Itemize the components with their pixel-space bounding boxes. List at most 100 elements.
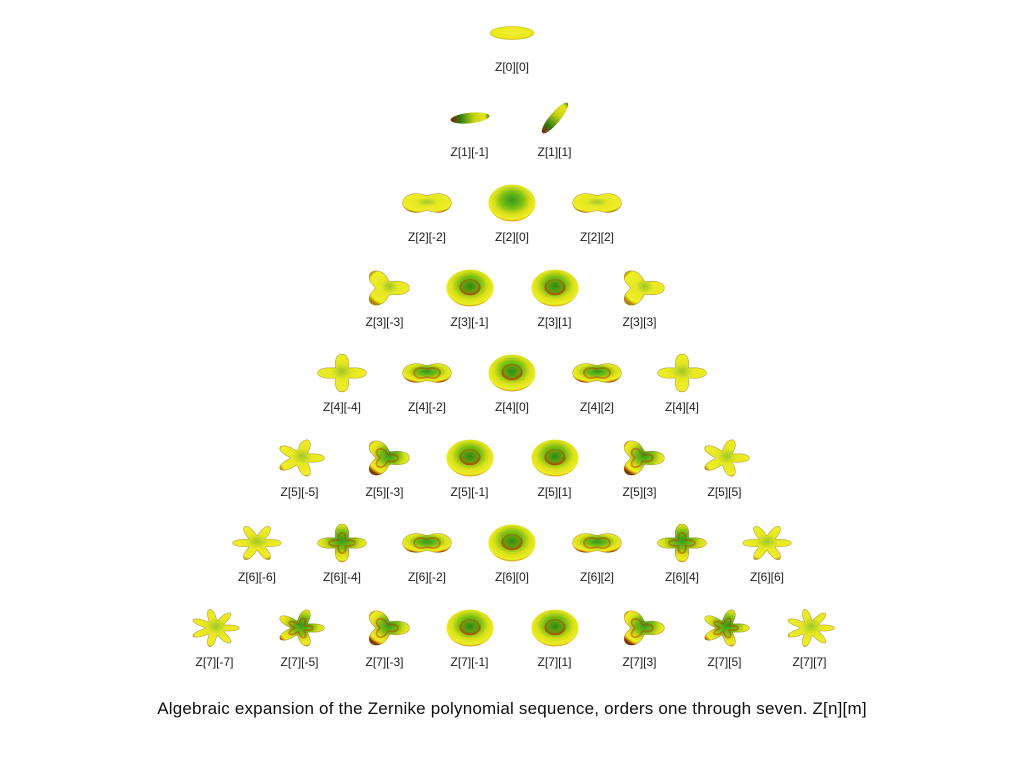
zernike-item: Z[6][0] bbox=[470, 510, 555, 584]
zernike-label: Z[6][4] bbox=[664, 570, 699, 584]
zernike-item: Z[7][-5] bbox=[257, 595, 342, 669]
zernike-item: Z[6][6] bbox=[725, 510, 810, 584]
zernike-label: Z[4][2] bbox=[579, 400, 614, 414]
zernike-surface bbox=[445, 269, 494, 307]
zernike-label: Z[2][2] bbox=[579, 230, 614, 244]
figure-caption: Algebraic expansion of the Zernike polyn… bbox=[157, 699, 867, 718]
pyramid-row-6: Z[6][-6] Z[6][-4] Z[6][-2] Z[6][0] Z[6][2] Z[… bbox=[0, 510, 1024, 595]
zernike-label: Z[6][-4] bbox=[322, 570, 361, 584]
zernike-surface bbox=[572, 193, 622, 213]
zernike-surface bbox=[445, 609, 494, 647]
zernike-label: Z[5][1] bbox=[537, 485, 572, 499]
zernike-item: Z[5][5] bbox=[682, 425, 767, 499]
zernike-surface bbox=[541, 102, 568, 134]
zernike-label: Z[5][5] bbox=[707, 485, 742, 499]
zernike-item: Z[0][0] bbox=[470, 0, 555, 74]
zernike-label: Z[6][2] bbox=[579, 570, 614, 584]
zernike-item: Z[3][-1] bbox=[427, 255, 512, 329]
zernike-surface bbox=[787, 609, 835, 647]
zernike-surface bbox=[657, 523, 707, 563]
zernike-label: Z[3][3] bbox=[622, 315, 657, 329]
zernike-surface bbox=[317, 353, 367, 393]
zernike-surface bbox=[657, 353, 707, 393]
zernike-surface bbox=[445, 439, 494, 477]
zernike-item: Z[7][-1] bbox=[427, 595, 512, 669]
zernike-label: Z[5][-3] bbox=[365, 485, 404, 499]
zernike-item: Z[5][-5] bbox=[257, 425, 342, 499]
zernike-surface bbox=[488, 524, 536, 562]
pyramid-row-4: Z[4][-4] Z[4][-2] Z[4][0] Z[4][2] Z[4][4] bbox=[0, 340, 1024, 425]
zernike-item: Z[3][-3] bbox=[342, 255, 427, 329]
zernike-label: Z[7][-5] bbox=[280, 655, 319, 669]
zernike-item: Z[5][1] bbox=[512, 425, 597, 499]
zernike-surface bbox=[623, 440, 665, 476]
zernike-label: Z[2][-2] bbox=[407, 230, 446, 244]
pyramid-row-0: Z[0][0] bbox=[0, 0, 1024, 85]
zernike-surface bbox=[623, 270, 665, 306]
zernike-surface bbox=[488, 354, 536, 392]
zernike-item: Z[6][-4] bbox=[300, 510, 385, 584]
pyramid-row-3: Z[3][-3] Z[3][-1] Z[3][1] Z[3][3] bbox=[0, 255, 1024, 340]
pyramid-row-7: Z[7][-7] Z[7][-5] Z[7][-3] Z[7][-1] Z[7][1] Z… bbox=[0, 595, 1024, 680]
zernike-label: Z[6][6] bbox=[749, 570, 784, 584]
zernike-label: Z[4][0] bbox=[494, 400, 529, 414]
zernike-item: Z[7][1] bbox=[512, 595, 597, 669]
zernike-surface bbox=[623, 610, 665, 646]
zernike-item: Z[7][3] bbox=[597, 595, 682, 669]
zernike-item: Z[5][-3] bbox=[342, 425, 427, 499]
zernike-item: Z[4][-2] bbox=[385, 340, 470, 414]
zernike-label: Z[2][0] bbox=[494, 230, 529, 244]
zernike-surface bbox=[530, 439, 579, 477]
zernike-surface bbox=[278, 609, 325, 647]
zernike-item: Z[4][4] bbox=[640, 340, 725, 414]
zernike-surface bbox=[368, 610, 410, 646]
zernike-label: Z[5][3] bbox=[622, 485, 657, 499]
zernike-label: Z[1][-1] bbox=[450, 145, 489, 159]
zernike-label: Z[7][-7] bbox=[195, 655, 234, 669]
zernike-label: Z[4][4] bbox=[664, 400, 699, 414]
zernike-label: Z[4][-4] bbox=[322, 400, 361, 414]
zernike-surface bbox=[192, 609, 240, 647]
zernike-item: Z[3][1] bbox=[512, 255, 597, 329]
zernike-item: Z[2][2] bbox=[555, 170, 640, 244]
zernike-label: Z[5][-5] bbox=[280, 485, 319, 499]
zernike-item: Z[6][-2] bbox=[385, 510, 470, 584]
zernike-item: Z[3][3] bbox=[597, 255, 682, 329]
zernike-item: Z[7][-3] bbox=[342, 595, 427, 669]
zernike-label: Z[6][0] bbox=[494, 570, 529, 584]
zernike-label: Z[3][1] bbox=[537, 315, 572, 329]
zernike-label: Z[6][-2] bbox=[407, 570, 446, 584]
zernike-item: Z[6][2] bbox=[555, 510, 640, 584]
zernike-label: Z[7][-3] bbox=[365, 655, 404, 669]
zernike-label: Z[5][-1] bbox=[450, 485, 489, 499]
zernike-label: Z[7][-1] bbox=[450, 655, 489, 669]
zernike-surface bbox=[278, 439, 325, 477]
zernike-surface bbox=[232, 526, 282, 560]
zernike-label: Z[0][0] bbox=[494, 60, 529, 74]
zernike-item: Z[4][-4] bbox=[300, 340, 385, 414]
zernike-surface bbox=[703, 439, 750, 477]
zernike-item: Z[2][0] bbox=[470, 170, 555, 244]
zernike-surface bbox=[530, 609, 579, 647]
zernike-label: Z[7][1] bbox=[537, 655, 572, 669]
zernike-label: Z[3][-3] bbox=[365, 315, 404, 329]
zernike-surface bbox=[488, 184, 536, 222]
zernike-surface bbox=[489, 26, 535, 40]
zernike-label: Z[7][5] bbox=[707, 655, 742, 669]
zernike-surface bbox=[368, 270, 410, 306]
zernike-label: Z[7][7] bbox=[792, 655, 827, 669]
zernike-item: Z[4][0] bbox=[470, 340, 555, 414]
pyramid-row-5: Z[5][-5] Z[5][-3] Z[5][-1] Z[5][1] Z[5][3] Z[… bbox=[0, 425, 1024, 510]
zernike-item: Z[2][-2] bbox=[385, 170, 470, 244]
zernike-surface bbox=[450, 112, 489, 124]
zernike-item: Z[5][-1] bbox=[427, 425, 512, 499]
zernike-item: Z[7][5] bbox=[682, 595, 767, 669]
zernike-item: Z[6][-6] bbox=[215, 510, 300, 584]
zernike-label: Z[1][1] bbox=[537, 145, 572, 159]
zernike-surface bbox=[530, 269, 579, 307]
zernike-surface bbox=[572, 533, 622, 553]
zernike-pyramid: Z[0][0] Z[1][-1] Z[1][1] Z[2][-2] Z[2][0] Z[2… bbox=[0, 0, 1024, 680]
zernike-label: Z[7][3] bbox=[622, 655, 657, 669]
zernike-label: Z[4][-2] bbox=[407, 400, 446, 414]
